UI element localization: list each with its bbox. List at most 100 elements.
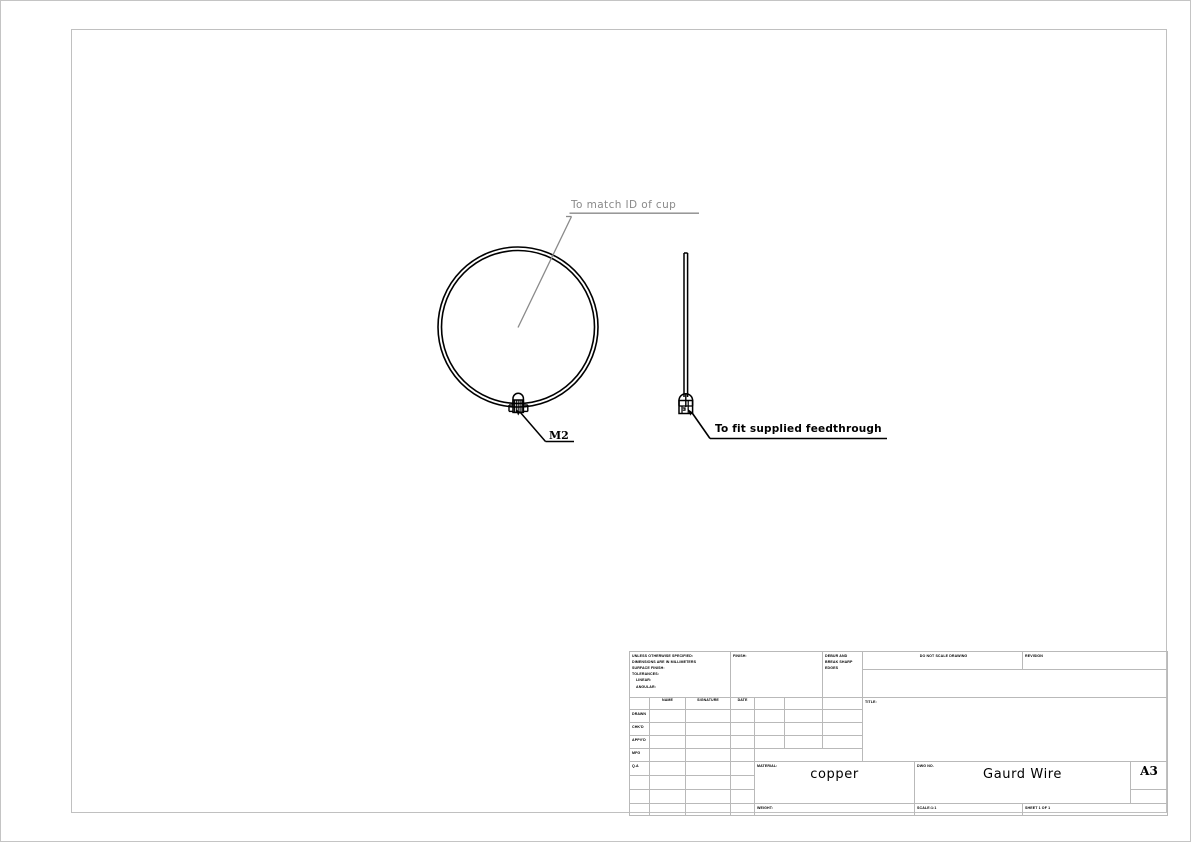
cell-drawn-date[interactable]	[730, 709, 756, 723]
cell-appvd-extra-2[interactable]	[784, 735, 824, 749]
cell-chkd-extra-2[interactable]	[784, 722, 824, 736]
cell-blank-a2[interactable]	[649, 775, 686, 790]
label-drawn-cell: DRAWN	[629, 709, 650, 723]
note-to-match-id-of-cup: To match ID of cup	[571, 199, 677, 211]
feedthrough-connector	[678, 392, 694, 415]
title-block-row-blank-1	[629, 775, 1168, 790]
label-weight: WEIGHT:	[757, 805, 773, 810]
label-mfg-cell: MFG	[629, 748, 650, 762]
cell-blank-b3[interactable]	[684, 789, 732, 804]
label-qa: Q.A	[632, 763, 639, 768]
cell-footer-blank-4[interactable]	[730, 803, 756, 816]
title-block-table: UNLESS OTHERWISE SPECIFIED: DIMENSIONS A…	[628, 651, 1169, 816]
label-chkd-cell: CHK'D	[629, 722, 650, 736]
cell-footer-blank-3[interactable]	[684, 803, 732, 816]
cell-appvd-extra-1[interactable]	[754, 735, 786, 749]
cell-material[interactable]: MATERIAL: copper	[754, 761, 916, 804]
label-deburr-1: DEBUR AND	[825, 653, 848, 658]
cell-mfg-name[interactable]	[649, 748, 686, 762]
label-revision: REVISION	[1025, 653, 1044, 658]
cell-chkd-extra-1[interactable]	[754, 722, 786, 736]
title-block-row-revision-value	[630, 669, 1169, 698]
label-mfg: MFG	[632, 750, 641, 755]
cell-drawn-name[interactable]	[649, 709, 686, 723]
label-title: TITLE:	[865, 699, 877, 704]
label-sheet-number: SHEET 1 OF 1	[1025, 805, 1051, 810]
cell-sheet-size-sub	[1130, 789, 1169, 804]
cell-title-field[interactable]: TITLE:	[862, 697, 1169, 762]
cell-qa-date[interactable]	[730, 761, 756, 776]
header-signature: SIGNATURE	[684, 697, 732, 710]
cell-qa-name[interactable]	[649, 761, 686, 776]
label-finish: FINISH:	[733, 653, 747, 658]
label-chkd: CHK'D	[632, 724, 644, 729]
label-scale: SCALE:1:1	[917, 805, 937, 810]
label-drawn: DRAWN	[632, 711, 647, 716]
cell-blank-a4[interactable]	[730, 775, 756, 790]
cell-drawn-extra-3[interactable]	[822, 709, 864, 723]
label-do-not-scale: DO NOT SCALE DRAWING	[919, 653, 968, 658]
cell-appvd-date[interactable]	[730, 735, 756, 749]
note-to-fit-supplied-feedthrough: To fit supplied feedthrough	[715, 423, 882, 435]
cell-blank-b1[interactable]	[629, 789, 650, 804]
label-appvd: APPV'D	[632, 737, 646, 742]
label-qa-cell: Q.A	[629, 761, 650, 776]
title-block-row-headers: NAME SIGNATURE DATE TITLE:	[629, 697, 1169, 762]
front-view-ring	[437, 246, 599, 414]
cell-drawn-signature[interactable]	[684, 709, 732, 723]
label-appvd-cell: APPV'D	[629, 735, 650, 749]
cell-appvd-signature[interactable]	[684, 735, 732, 749]
value-material: copper	[810, 767, 859, 783]
label-deburr-3: EDGES	[825, 665, 839, 670]
cell-mfg-date[interactable]	[730, 748, 756, 762]
side-view-rod	[678, 252, 694, 415]
cell-footer-blank-2[interactable]	[649, 803, 686, 816]
label-deburr-2: BREAK SHARP	[825, 659, 853, 664]
label-dimensions-units: DIMENSIONS ARE IN MILLIMETERS	[632, 659, 697, 664]
cell-chkd-name[interactable]	[649, 722, 686, 736]
cell-deburr: DEBUR AND BREAK SHARP EDGES	[822, 651, 864, 698]
cell-blank-b2[interactable]	[649, 789, 686, 804]
cell-role-header	[629, 697, 650, 710]
cell-appvd-extra-3[interactable]	[822, 735, 864, 749]
ring-thread-boss	[508, 392, 529, 414]
cell-mfg-extra[interactable]	[754, 748, 864, 762]
cell-drawn-extra-1[interactable]	[754, 709, 786, 723]
cell-sheet-number: SHEET 1 OF 1	[1022, 803, 1169, 816]
cell-dwg-no[interactable]: DWG NO. Gaurd Wire	[914, 761, 1132, 804]
cell-blank-b4[interactable]	[730, 789, 756, 804]
cell-hdr-extra-2	[784, 697, 824, 710]
cell-sheet-size: A3	[1130, 761, 1169, 790]
cell-finish[interactable]: FINISH:	[730, 651, 824, 698]
label-unless-specified: UNLESS OTHERWISE SPECIFIED:	[632, 653, 694, 658]
label-dwg-no: DWG NO.	[917, 763, 934, 768]
cell-blank-a3[interactable]	[684, 775, 732, 790]
cell-chkd-date[interactable]	[730, 722, 756, 736]
label-tolerance-linear: LINEAR:	[636, 678, 652, 683]
cell-appvd-name[interactable]	[649, 735, 686, 749]
cell-weight[interactable]: WEIGHT:	[754, 803, 916, 816]
cell-mfg-signature[interactable]	[684, 748, 732, 762]
label-surface-finish: SURFACE FINISH:	[632, 665, 665, 670]
cell-revision-value[interactable]	[862, 669, 1169, 698]
cell-footer-blank-1[interactable]	[629, 803, 650, 816]
cell-revision-label: REVISION	[1022, 651, 1169, 670]
title-block: UNLESS OTHERWISE SPECIFIED: DIMENSIONS A…	[628, 651, 1169, 816]
cell-drawn-extra-2[interactable]	[784, 709, 824, 723]
cell-chkd-signature[interactable]	[684, 722, 732, 736]
title-block-row-appvd: APPV'D	[629, 735, 1168, 749]
label-material: MATERIAL:	[757, 763, 778, 768]
header-date: DATE	[730, 697, 756, 710]
cell-hdr-extra-1	[754, 697, 786, 710]
cell-blank-a1[interactable]	[629, 775, 650, 790]
cell-qa-signature[interactable]	[684, 761, 732, 776]
value-dwg-no: Gaurd Wire	[983, 767, 1063, 783]
title-block-row-footer: WEIGHT: SCALE:1:1 SHEET 1 OF 1	[629, 803, 1169, 816]
leader-feedthrough	[687, 408, 887, 440]
cell-chkd-extra-3[interactable]	[822, 722, 864, 736]
cell-hdr-extra-3	[822, 697, 864, 710]
label-tolerance-angular: ANGULAR:	[636, 684, 656, 689]
label-tolerances: TOLERANCES:	[632, 672, 659, 677]
header-name: NAME	[649, 697, 686, 710]
